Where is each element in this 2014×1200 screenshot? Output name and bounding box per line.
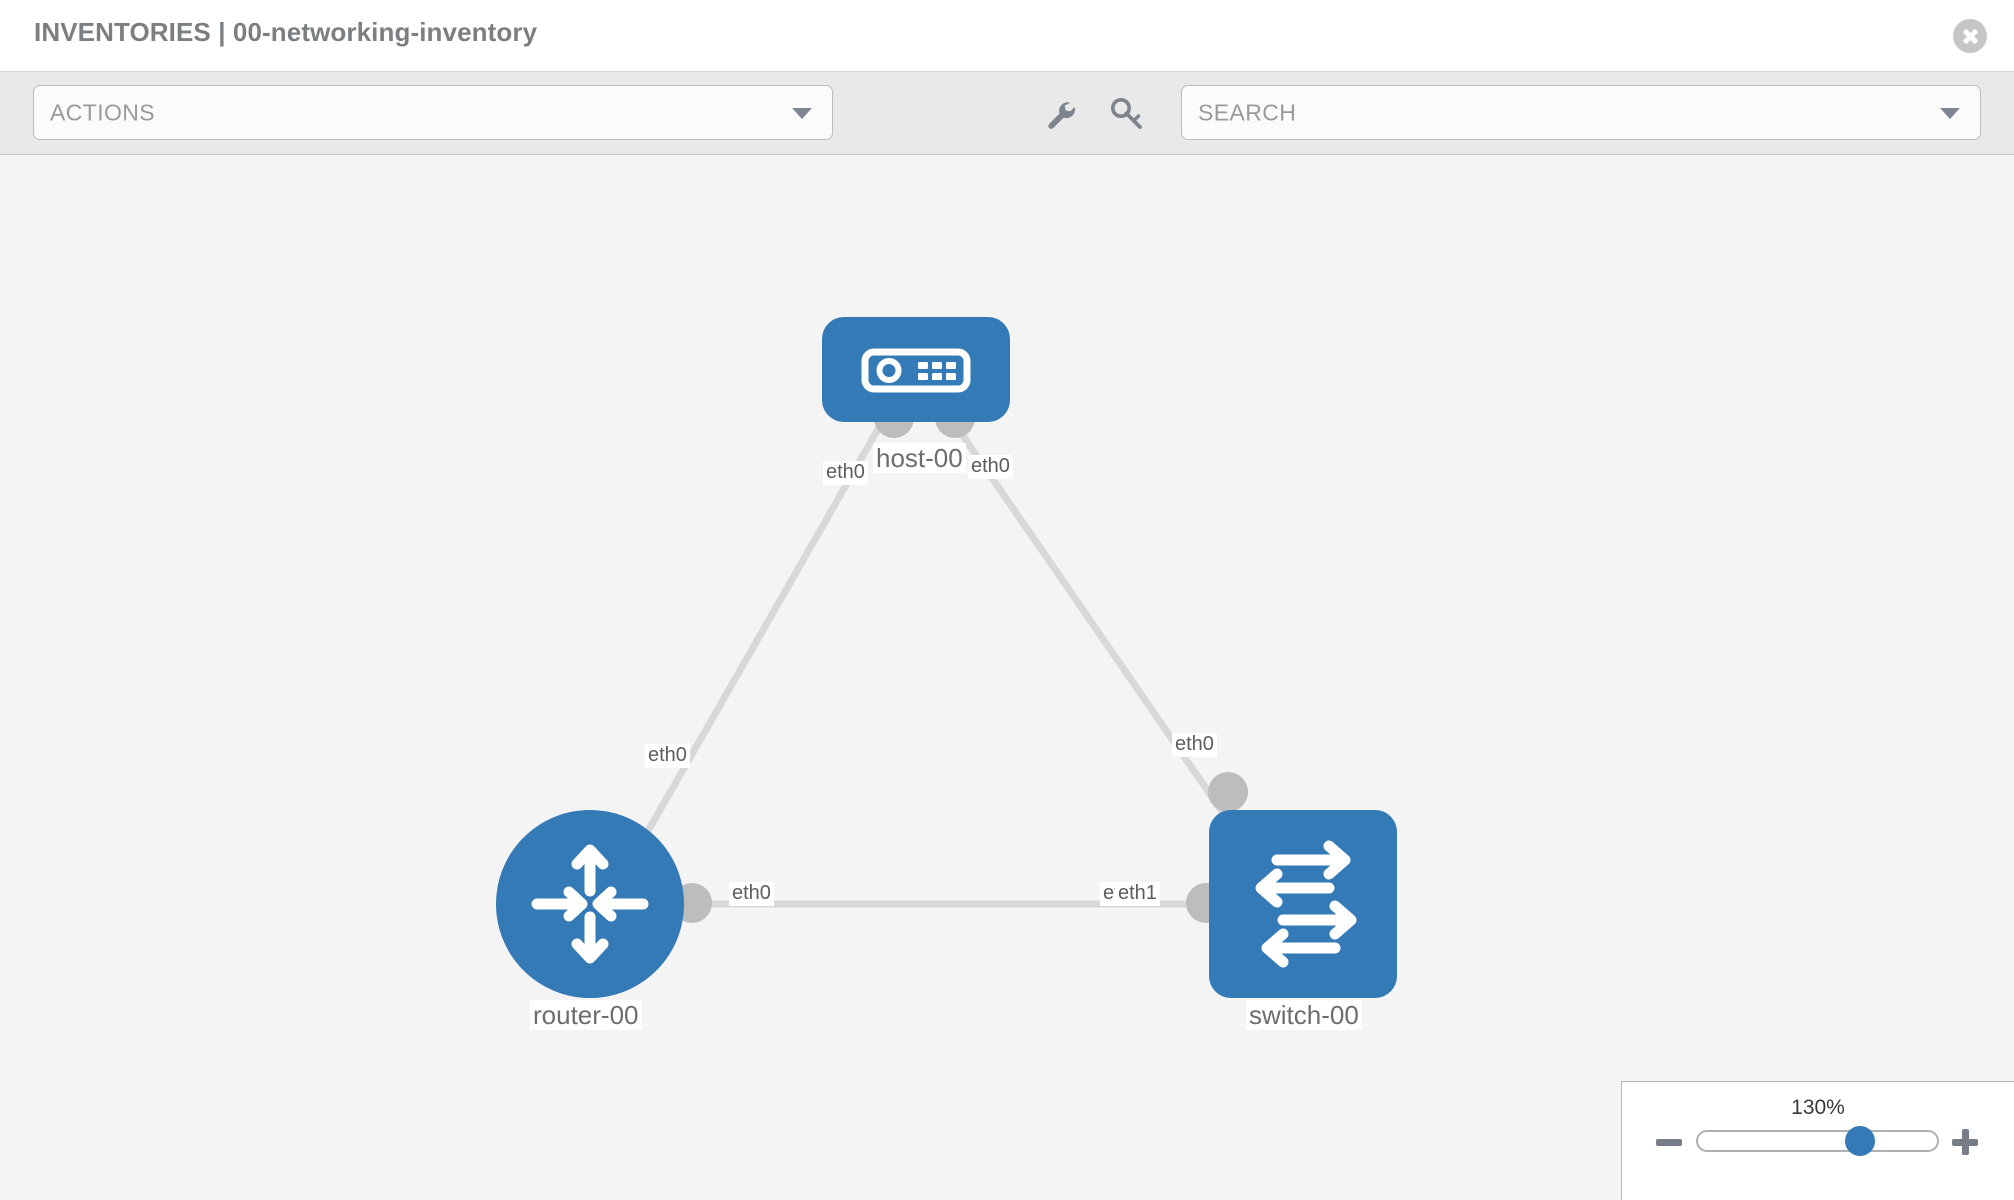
iface-label-host-right: eth0	[968, 455, 1013, 479]
topology-links	[636, 415, 1248, 908]
toolbar: ACTIONS SEARCH	[0, 72, 2014, 155]
chevron-down-icon	[1940, 107, 1960, 119]
iface-label-switch-left-b: eth1	[1115, 882, 1160, 906]
node-label-router-00: router-00	[530, 1000, 642, 1031]
zoom-level-label: 130%	[1791, 1096, 1845, 1119]
close-icon[interactable]	[1953, 19, 1987, 53]
zoom-in-button[interactable]	[1952, 1129, 1978, 1155]
key-icon-svg	[1111, 98, 1142, 129]
router-icon	[531, 844, 649, 964]
connector-switch-top	[1208, 772, 1248, 812]
chevron-down-icon	[792, 107, 812, 119]
iface-label-router-upper: eth0	[645, 744, 690, 768]
node-label-host-00: host-00	[873, 443, 966, 474]
zoom-control-panel: 130%	[1621, 1081, 2014, 1200]
server-icon	[861, 348, 971, 392]
zoom-out-button[interactable]	[1656, 1129, 1682, 1155]
node-host-00[interactable]	[822, 317, 1010, 422]
link-host-router	[636, 415, 889, 847]
zoom-slider-track[interactable]	[1696, 1130, 1939, 1152]
link-host-switch	[947, 415, 1248, 847]
actions-dropdown-label: ACTIONS	[50, 99, 156, 125]
key-icon[interactable]	[1107, 94, 1147, 134]
iface-label-host-left: eth0	[823, 461, 868, 485]
search-placeholder: SEARCH	[1198, 99, 1297, 125]
wrench-icon[interactable]	[1040, 94, 1080, 134]
topology-canvas[interactable]: host-00 router-00 switch-00 eth0 eth0 et…	[0, 155, 2014, 1200]
search-input[interactable]: SEARCH	[1181, 85, 1981, 140]
wrench-icon-svg	[1048, 102, 1075, 129]
node-label-switch-00: switch-00	[1246, 1000, 1362, 1031]
page-header: INVENTORIES | 00-networking-inventory	[0, 0, 2014, 72]
iface-label-router-right: eth0	[729, 882, 774, 906]
zoom-slider-handle[interactable]	[1845, 1126, 1875, 1156]
switch-icon	[1255, 840, 1357, 968]
iface-label-switch-upper: eth0	[1172, 733, 1217, 757]
actions-dropdown[interactable]: ACTIONS	[33, 85, 833, 140]
node-switch-00[interactable]	[1209, 810, 1397, 998]
node-router-00[interactable]	[496, 810, 684, 998]
page-title: INVENTORIES | 00-networking-inventory	[34, 17, 538, 47]
